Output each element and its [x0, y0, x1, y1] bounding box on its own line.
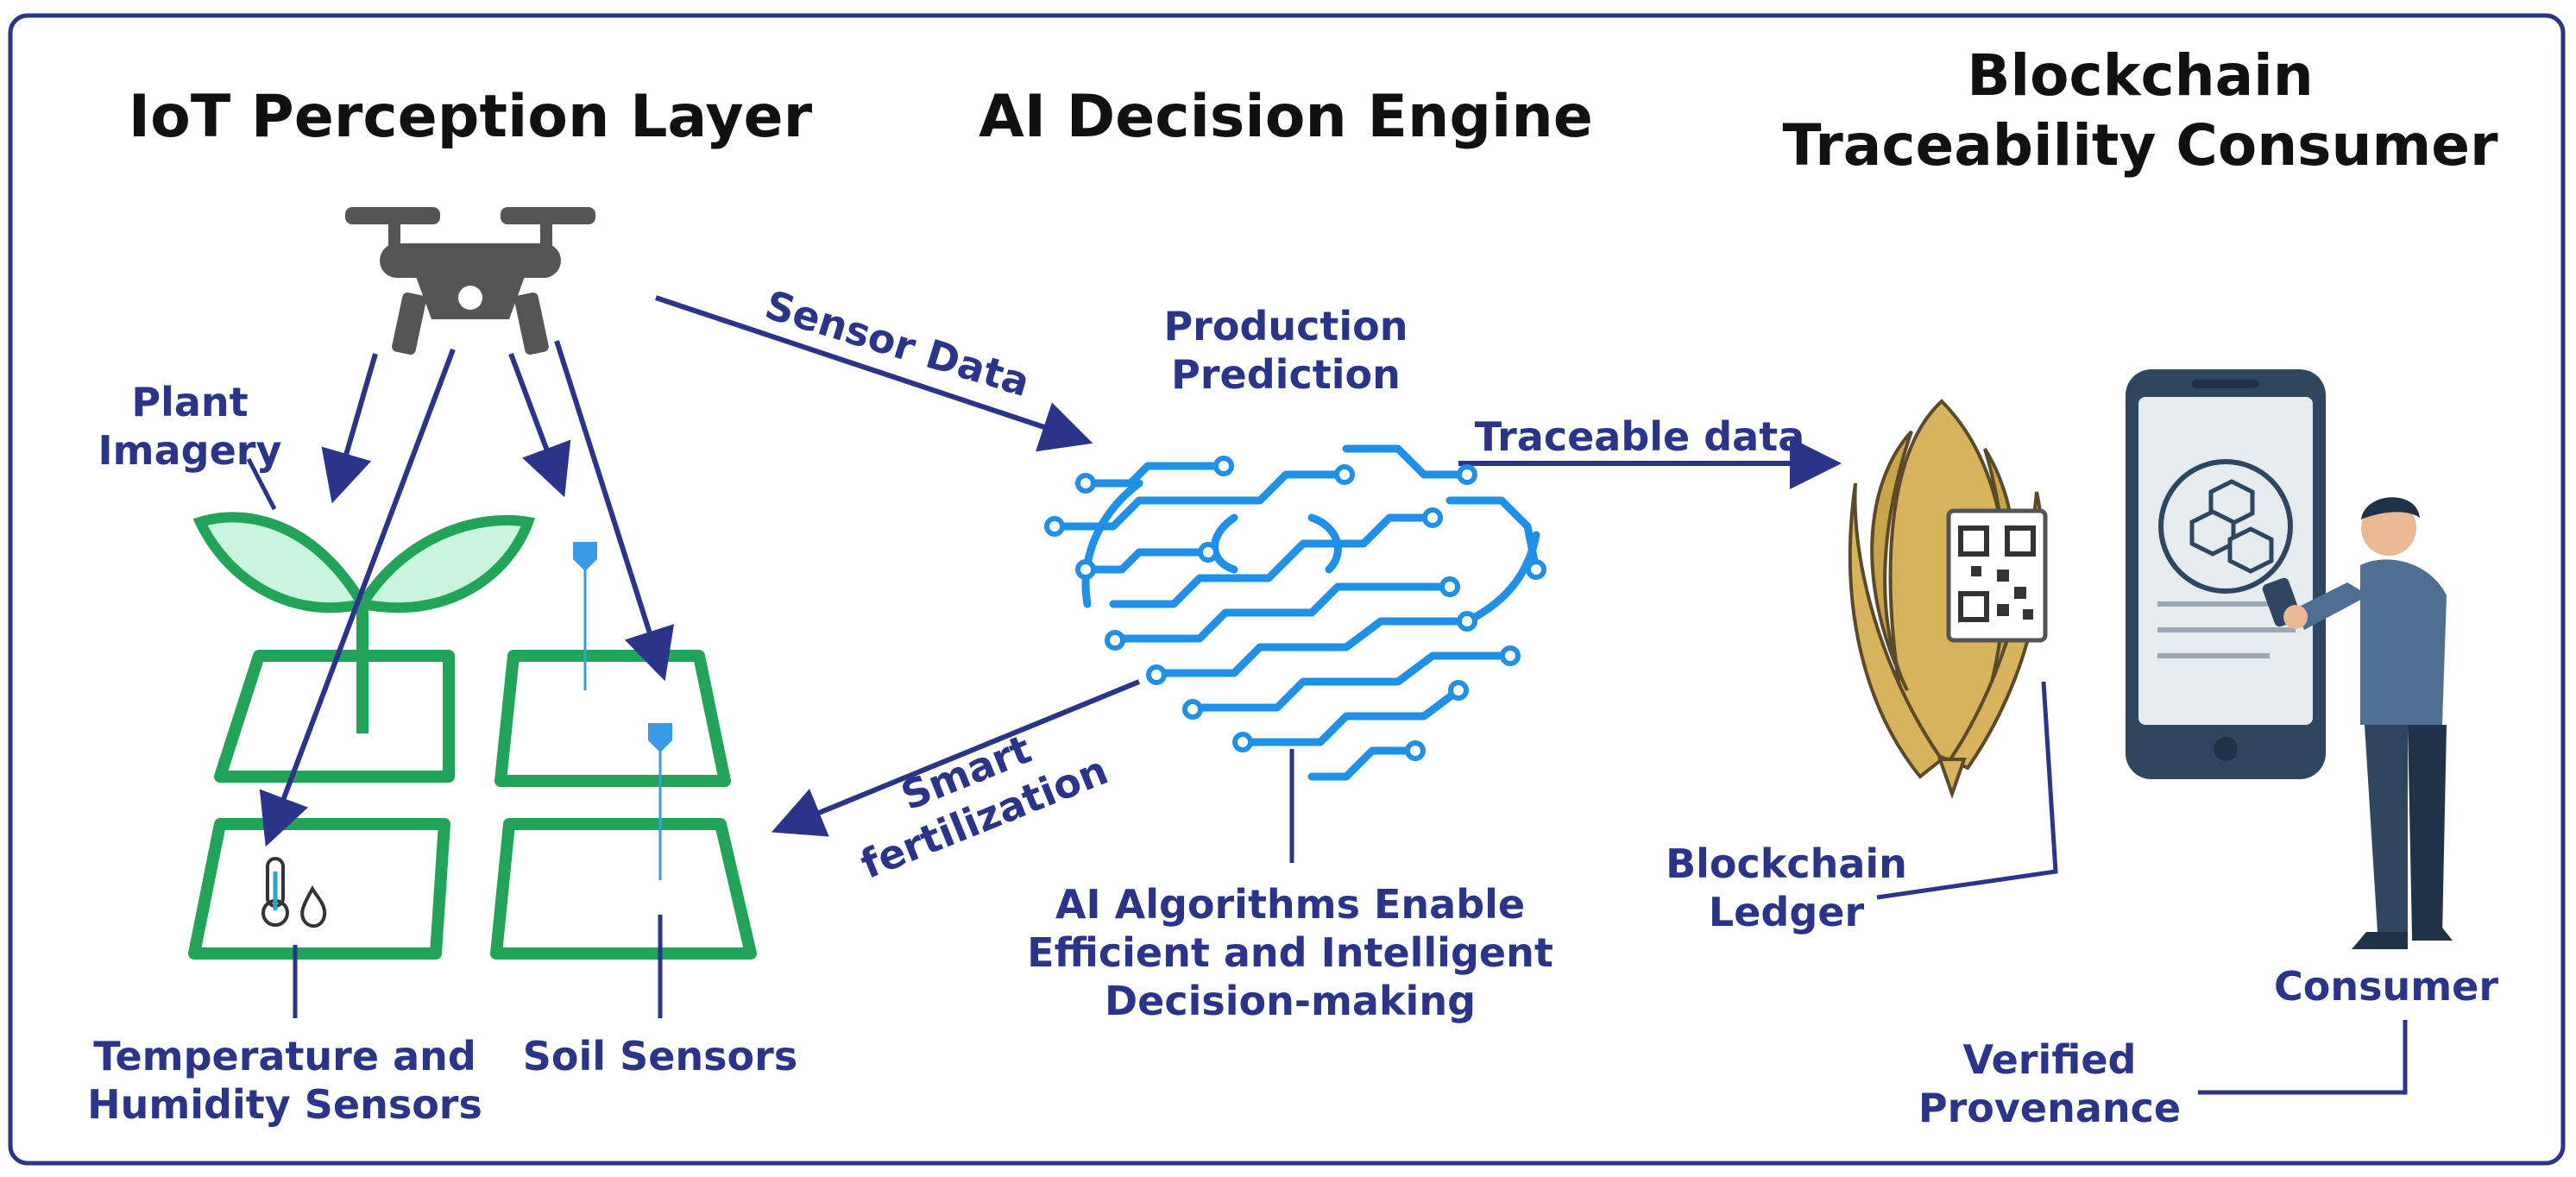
- plant-imagery-leader: [246, 457, 277, 511]
- soil-probe-icon: [573, 542, 672, 880]
- label-ai-algorithms: AI Algorithms Enable Efficient and Intel…: [1027, 881, 1553, 1025]
- field-plot-top-left: [214, 650, 455, 783]
- arrow-to-temperature-sensor: [259, 348, 456, 847]
- arrow-to-plant: [321, 353, 378, 504]
- arrow-to-probe-top: [508, 352, 571, 498]
- blockchain-ledger-leader: [1876, 681, 2058, 900]
- circuit-brain-icon: [1049, 444, 1540, 781]
- flow-arrows: [655, 295, 1842, 837]
- label-plant-imagery: Plant Imagery: [98, 379, 282, 475]
- outer-frame: [8, 13, 2566, 1166]
- heading-ai-decision-engine: AI Decision Engine: [979, 83, 1593, 151]
- plant-icon: [192, 512, 536, 733]
- label-temperature-humidity-sensors: Temperature and Humidity Sensors: [87, 1033, 482, 1129]
- drone-arrows: [259, 340, 675, 847]
- label-blockchain-ledger: Blockchain Ledger: [1666, 840, 1907, 936]
- leader-lines: [246, 457, 2408, 1095]
- drone-icon: [345, 207, 595, 356]
- field-plot-bottom-left: [188, 818, 450, 960]
- person-icon: [2262, 497, 2453, 949]
- blocks-icon: [2189, 479, 2274, 574]
- droplet-icon: [300, 885, 327, 928]
- heading-blockchain-traceability-consumer: Blockchain Traceability Consumer: [1782, 42, 2498, 179]
- sensor-data-arrow: [655, 295, 1093, 452]
- thermometer-icon: [261, 857, 289, 927]
- consumer-leader: [2198, 1020, 2408, 1095]
- heading-iot-perception-layer: IoT Perception Layer: [128, 83, 813, 151]
- label-soil-sensors: Soil Sensors: [522, 1033, 798, 1079]
- label-consumer: Consumer: [2273, 963, 2499, 1010]
- circuit-nodes: [1044, 456, 1546, 761]
- qr-code-icon: [1946, 508, 2048, 643]
- field-plot-bottom-right: [490, 818, 757, 960]
- smart-fertilization-arrow: [771, 679, 1141, 837]
- smartphone-icon: [2126, 369, 2326, 779]
- label-traceable-data: Traceable data: [1474, 413, 1805, 460]
- arrow-to-field: [554, 340, 675, 682]
- label-production-prediction: Production Prediction: [1163, 303, 1408, 399]
- label-verified-provenance: Verified Provenance: [1918, 1036, 2182, 1132]
